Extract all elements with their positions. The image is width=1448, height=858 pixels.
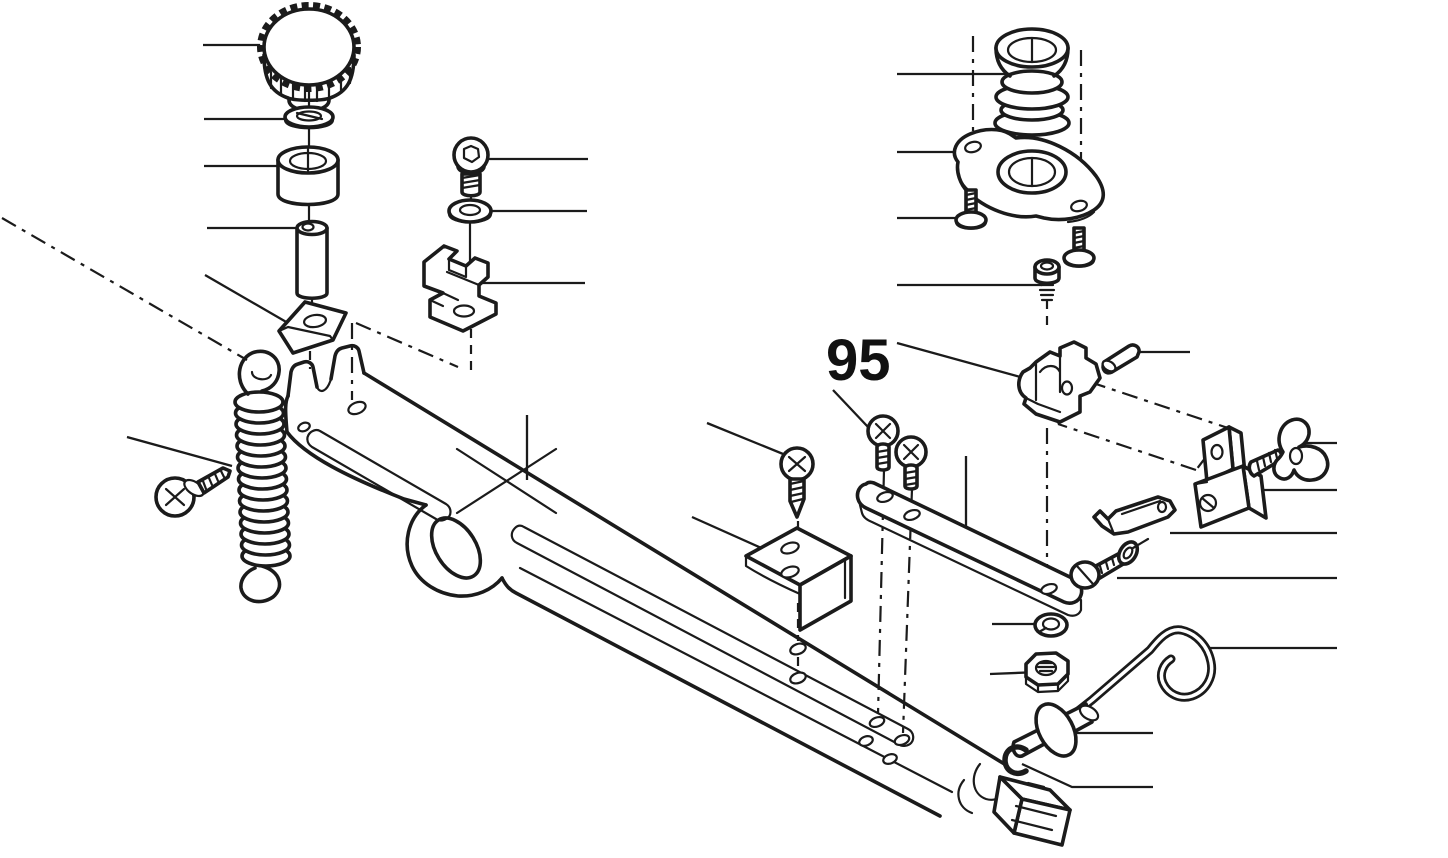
l-bracket — [744, 526, 853, 632]
link-screw-front — [866, 414, 900, 472]
flange-screw-left — [954, 188, 988, 230]
main-arm — [283, 343, 1008, 818]
set-screw — [1033, 258, 1061, 302]
hex-nut — [1024, 651, 1070, 694]
knurled-knob — [257, 2, 361, 113]
wood-screw — [779, 446, 815, 519]
wing-bolt — [1247, 417, 1330, 482]
pivot-bracket-block — [1193, 425, 1268, 529]
lock-washer — [1033, 612, 1069, 638]
flange-screw-right — [1062, 226, 1096, 268]
e-clip — [1002, 744, 1029, 777]
rubber-bellows — [993, 27, 1071, 137]
link-bar — [855, 480, 1084, 617]
arm-end-block — [957, 762, 1072, 847]
flat-washer — [447, 198, 493, 224]
pan-head-screw-small — [154, 466, 232, 518]
socket-head-screw — [452, 136, 490, 198]
slotted-washer — [283, 105, 335, 130]
pivot-pin — [295, 219, 329, 301]
callout-95-label: 95 — [826, 328, 891, 393]
clevis-pin — [1011, 702, 1100, 759]
wedge-block — [277, 300, 348, 355]
dowel-pin — [1101, 343, 1141, 375]
u-clip-bracket — [422, 244, 498, 333]
tension-spring — [233, 349, 292, 604]
latch-lever — [1092, 495, 1177, 536]
flange-plate — [952, 127, 1106, 224]
wire-clamp — [1017, 340, 1102, 424]
link-screw-rear — [894, 435, 928, 491]
clamp-screw — [1069, 537, 1150, 590]
wire-bail — [1039, 625, 1217, 743]
bushing — [276, 145, 340, 207]
